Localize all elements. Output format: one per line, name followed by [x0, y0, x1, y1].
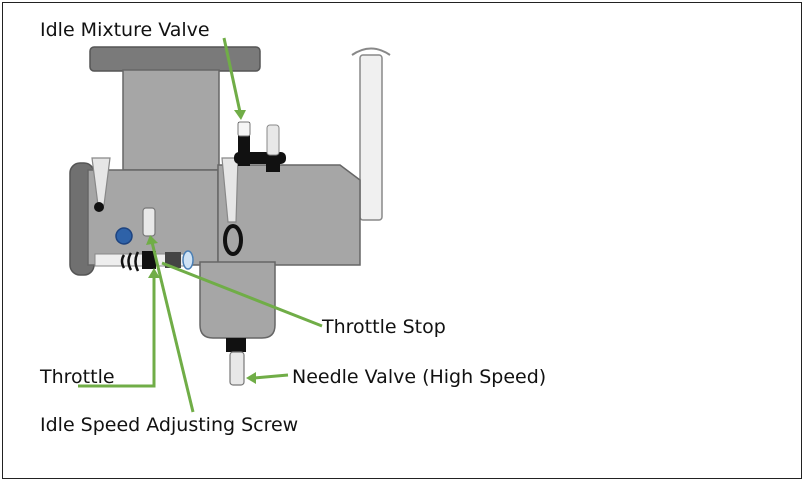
- throttle-spring: [120, 251, 140, 272]
- left-lever-pivot: [94, 202, 104, 212]
- label-throttle-stop: Throttle Stop: [322, 316, 446, 338]
- throttle-stop-nut: [165, 252, 181, 268]
- leader-idle-speed-arrow: [146, 235, 158, 245]
- label-idle-speed-screw: Idle Speed Adjusting Screw: [40, 414, 299, 436]
- leader-idle-mixture: [222, 37, 242, 113]
- label-needle-valve: Needle Valve (High Speed): [292, 366, 547, 388]
- leader-idle-mixture-arrow: [234, 110, 246, 120]
- inlet-tube: [359, 54, 383, 221]
- leader-needle-valve-arrow: [246, 372, 256, 384]
- throttle-stop-cap: [182, 250, 194, 270]
- fuel-nipple: [266, 124, 280, 156]
- leader-throttle-stop: [161, 261, 323, 328]
- blue-knob: [115, 227, 133, 245]
- middle-lever: [221, 157, 239, 223]
- needle-valve-tip: [229, 351, 245, 386]
- fuel-nipple-base: [266, 158, 280, 172]
- top-flange: [89, 46, 261, 72]
- throttle-lever: [142, 251, 156, 269]
- carb-throat: [122, 69, 220, 171]
- leader-lines: [78, 37, 323, 413]
- carb-right-body: [217, 164, 361, 266]
- label-idle-mixture-valve: Idle Mixture Valve: [40, 19, 210, 41]
- left-lever: [91, 157, 111, 206]
- float-bowl: [199, 261, 276, 339]
- idle-speed-screw: [142, 207, 156, 237]
- label-throttle: Throttle: [40, 366, 115, 388]
- leader-needle-valve: [253, 373, 289, 380]
- inlet-tube-top: [351, 47, 391, 56]
- leader-idle-speed: [150, 241, 195, 413]
- idle-mixture-valve: [237, 121, 251, 137]
- needle-valve-body: [226, 338, 246, 352]
- middle-lever-ring: [223, 224, 243, 256]
- leader-throttle: [78, 275, 156, 388]
- leader-throttle-arrow: [148, 268, 160, 278]
